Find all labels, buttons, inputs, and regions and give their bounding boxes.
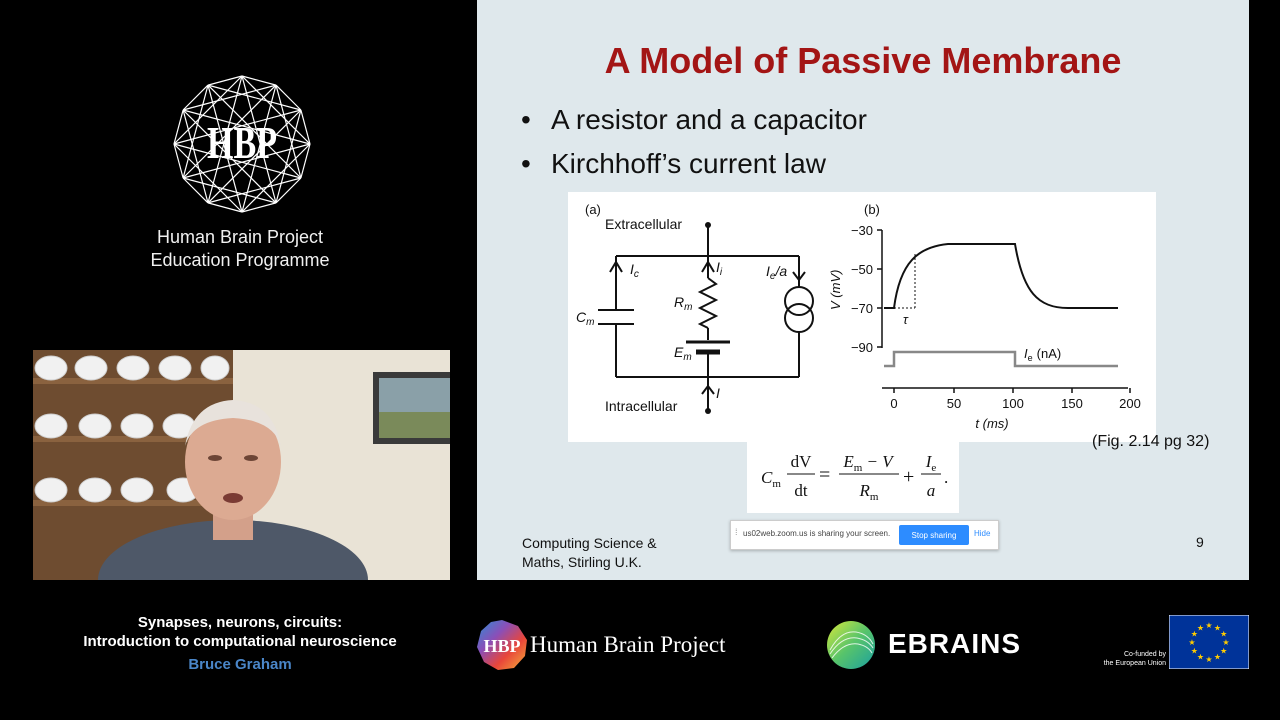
hide-button[interactable]: Hide	[974, 529, 991, 538]
svg-text:HBP: HBP	[483, 636, 520, 656]
panel-b-label: (b)	[864, 202, 880, 217]
eu-text-line1: Co-funded by	[1123, 651, 1166, 658]
x-tick: 200	[1119, 396, 1141, 411]
stop-sharing-button[interactable]: Stop sharing	[899, 525, 969, 545]
ii-label: Ii	[716, 259, 723, 278]
equation-drawing: Cm dV dt = Em − V Rm + Ie a .	[761, 452, 948, 503]
sharing-status-text: us02web.zoom.us is sharing your screen.	[743, 529, 891, 538]
svg-text:dV: dV	[791, 452, 813, 471]
eu-star: ★	[1220, 630, 1227, 639]
svg-text:a: a	[927, 481, 936, 500]
presentation-slide: A Model of Passive Membrane •A resistor …	[477, 0, 1249, 580]
ebrains-wordmark: EBRAINS	[888, 628, 1022, 659]
figure-drawing: (a) Extracellular Intracellular	[576, 202, 1141, 431]
eu-star: ★	[1205, 655, 1212, 664]
slide-page-number: 9	[1196, 534, 1204, 550]
x-tick: 50	[947, 396, 961, 411]
course-title: Synapses, neurons, circuits: Introductio…	[40, 613, 440, 651]
tau-label: τ	[903, 312, 909, 327]
eu-star: ★	[1191, 630, 1198, 639]
hbp-education-title: Human Brain Project Education Programme	[140, 226, 340, 272]
course-title-line2: Introduction to computational neuroscien…	[83, 633, 397, 650]
hbp-name-line2: Education Programme	[150, 250, 330, 270]
svg-text:dt: dt	[794, 481, 808, 500]
eu-star: ★	[1214, 653, 1221, 662]
plot-axes	[877, 229, 1131, 393]
y-axis-label: V (mV)	[828, 270, 843, 310]
eu-flag-icon: ★★★★★★★★★★★★	[1169, 615, 1249, 669]
extracellular-label: Extracellular	[605, 216, 682, 232]
eu-star: ★	[1191, 647, 1198, 656]
bullet-item: •Kirchhoff’s current law	[521, 148, 826, 179]
svg-text:Ie: Ie	[925, 452, 937, 474]
hbp-name-line1: Human Brain Project	[156, 227, 324, 247]
webcam-video	[33, 350, 450, 580]
hbp-wordmark: Human Brain Project	[530, 632, 726, 657]
eu-star: ★	[1214, 623, 1221, 632]
svg-text:=: =	[819, 464, 830, 486]
webcam-scene	[33, 350, 450, 580]
ebrains-logo-icon	[827, 621, 875, 669]
bullet-text: A resistor and a capacitor	[551, 104, 867, 135]
lecturer-name: Bruce Graham	[188, 656, 292, 673]
eu-cofunding-text: Co-funded by the European Union	[1080, 650, 1166, 668]
circuit-wires	[598, 226, 814, 410]
rm-label: Rm	[674, 294, 692, 313]
cable-equation: Cm dV dt = Em − V Rm + Ie a .	[747, 441, 959, 513]
footer-line1: Computing Science &	[522, 535, 657, 551]
course-title-line1: Synapses, neurons, circuits:	[137, 614, 343, 631]
svg-text:+: +	[903, 466, 914, 488]
x-tick: 100	[1002, 396, 1024, 411]
y-tick: −90	[851, 340, 873, 355]
panel-a-label: (a)	[585, 202, 601, 217]
ic-label: Ic	[630, 261, 639, 280]
bullet-item: •A resistor and a capacitor	[521, 104, 867, 135]
membrane-figure: (a) Extracellular Intracellular	[568, 192, 1156, 442]
footer-line2: Maths, Stirling U.K.	[522, 554, 642, 570]
x-axis-label: t (ms)	[975, 416, 1008, 431]
slide-title: A Model of Passive Membrane	[604, 40, 1122, 81]
y-tick: −70	[851, 301, 873, 316]
eu-star: ★	[1220, 647, 1227, 656]
y-tick: −30	[851, 223, 873, 238]
svg-text:Cm: Cm	[761, 468, 781, 490]
current-trace	[884, 350, 1118, 368]
slide-footer-affiliation: Computing Science & Maths, Stirling U.K.	[522, 534, 657, 572]
hbp-monogram: HBP	[207, 117, 277, 168]
eu-star: ★	[1222, 638, 1229, 647]
eu-star: ★	[1197, 653, 1204, 662]
svg-text:Rm: Rm	[859, 481, 879, 503]
voltage-trace	[884, 243, 1118, 309]
x-tick: 0	[890, 396, 897, 411]
eu-star: ★	[1188, 638, 1195, 647]
em-label: Em	[674, 344, 692, 363]
figure-reference: (Fig. 2.14 pg 32)	[1092, 433, 1210, 450]
hbp-logo-icon: HBP	[173, 75, 311, 213]
intracellular-label: Intracellular	[605, 398, 678, 414]
svg-text:Em − V: Em − V	[842, 452, 895, 474]
svg-text:.: .	[944, 468, 948, 487]
x-tick: 150	[1061, 396, 1083, 411]
y-tick: −50	[851, 262, 873, 277]
eu-text-line2: the European Union	[1103, 660, 1166, 667]
current-label: Ie(nA)	[1024, 346, 1061, 363]
eu-star: ★	[1205, 621, 1212, 630]
i-bottom-label: I	[716, 385, 720, 401]
bullet-text: Kirchhoff’s current law	[551, 148, 826, 179]
eu-star: ★	[1197, 623, 1204, 632]
zoom-sharing-bar[interactable]: ⁞ us02web.zoom.us is sharing your screen…	[730, 520, 999, 550]
cm-label: Cm	[576, 309, 594, 328]
drag-handle-icon[interactable]: ⁞	[735, 527, 738, 537]
ie-a-label: Ie/a	[766, 263, 787, 282]
hbp-color-logo-icon: HBP	[477, 620, 527, 670]
